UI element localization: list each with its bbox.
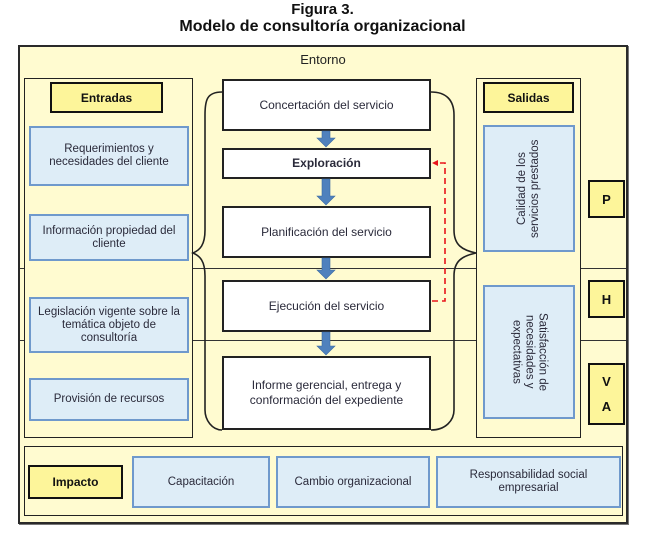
process-step-planificacion: Planificación del servicio <box>222 206 431 258</box>
process-step-exploracion: Exploración <box>222 148 431 179</box>
phase-letter: V <box>602 374 611 389</box>
figure-title: Modelo de consultoría organizacional <box>179 18 466 35</box>
phase-box-plan: P <box>588 180 625 218</box>
impact-item: Cambio organizacional <box>276 456 430 508</box>
process-step-ejecucion: Ejecución del servicio <box>222 280 431 332</box>
output-item-text: Calidad de los servicios prestados <box>516 139 541 238</box>
phase-letter: A <box>601 399 612 414</box>
environment-label: Entorno <box>300 52 346 67</box>
impact-item: Responsabilidad social empresarial <box>436 456 621 508</box>
phase-box-do: H <box>588 280 625 318</box>
impact-header: Impacto <box>28 465 123 499</box>
process-step-concertacion: Concertación del servicio <box>222 79 431 131</box>
phase-letter: H <box>601 291 612 307</box>
impact-item: Capacitación <box>132 456 270 508</box>
input-item: Provisión de recursos <box>29 378 189 421</box>
input-item: Información propiedad del cliente <box>29 214 189 261</box>
outputs-header: Salidas <box>483 82 574 113</box>
phase-box-verify-act: V A <box>588 363 625 425</box>
phase-letter: P <box>602 191 611 207</box>
process-step-informe: Informe gerencial, entrega y conformació… <box>222 356 431 430</box>
output-item-satisfaction: Satisfacción de necesidades y expectativ… <box>483 285 575 419</box>
output-item-quality: Calidad de los servicios prestados <box>483 125 575 252</box>
figure-number: Figura 3. <box>291 1 354 18</box>
output-item-text: Satisfacción de necesidades y expectativ… <box>510 313 549 391</box>
input-item: Requerimientos y necesidades del cliente <box>29 126 189 186</box>
input-item: Legislación vigente sobre la temática ob… <box>29 297 189 353</box>
inputs-header: Entradas <box>50 82 163 113</box>
